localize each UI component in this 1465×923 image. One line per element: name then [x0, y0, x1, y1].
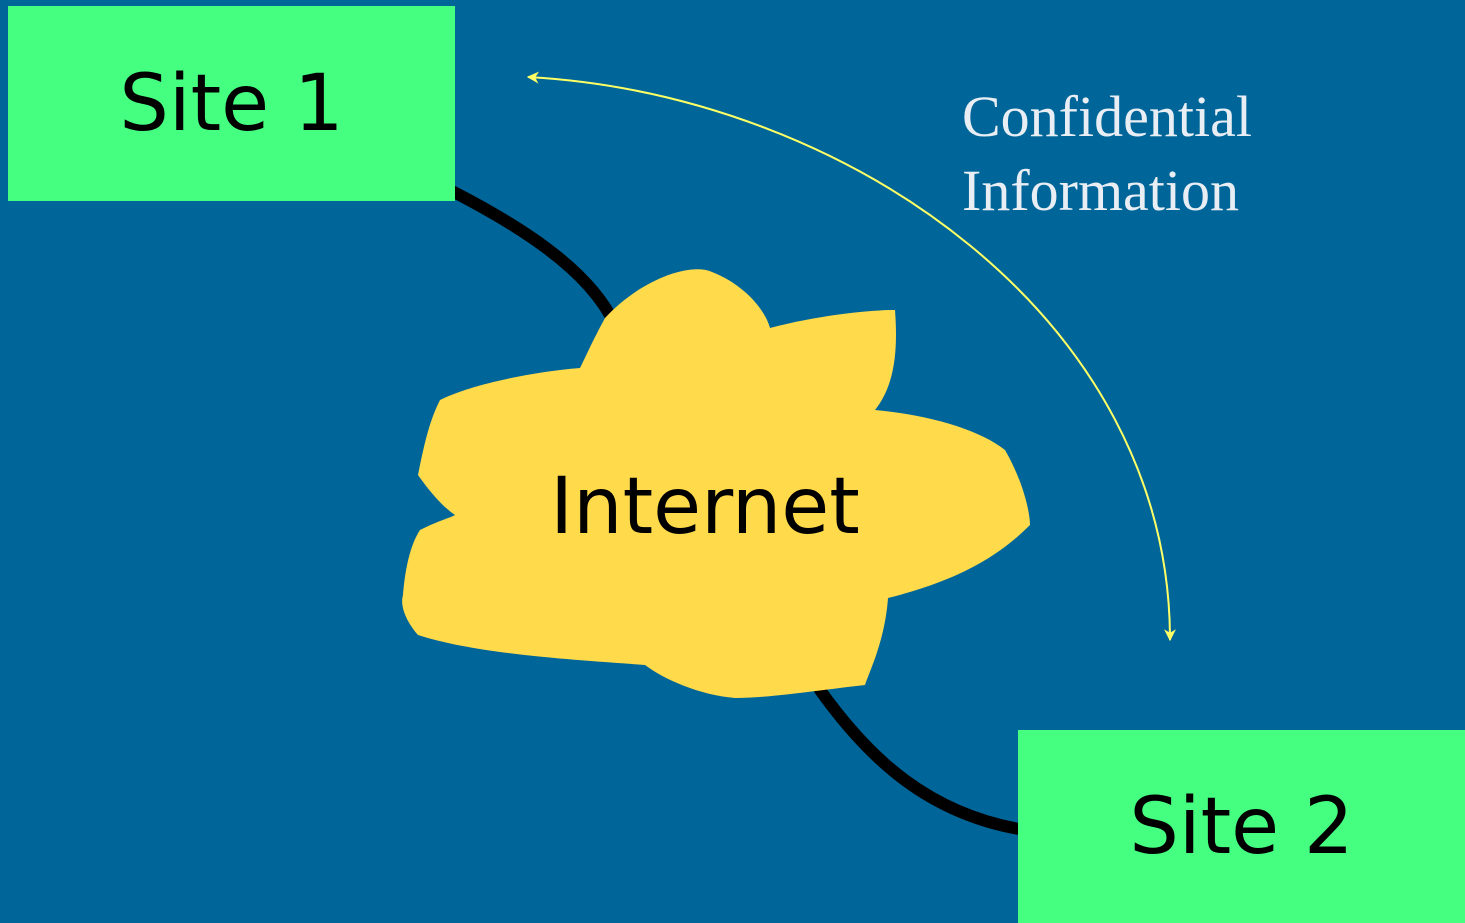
connector-site1-internet [434, 179, 621, 331]
connector-internet-site2 [814, 684, 1031, 836]
site1-box [8, 6, 455, 201]
confidential-information-label: Confidential Information [962, 80, 1322, 228]
site2-box [1018, 730, 1465, 923]
site1-label: Site 1 [119, 58, 344, 149]
internet-label: Internet [550, 462, 860, 552]
confidential-line2: Information [962, 158, 1240, 223]
site2-label: Site 2 [1129, 781, 1354, 872]
confidential-arrow [526, 71, 1176, 642]
confidential-line1: Confidential [962, 84, 1252, 149]
